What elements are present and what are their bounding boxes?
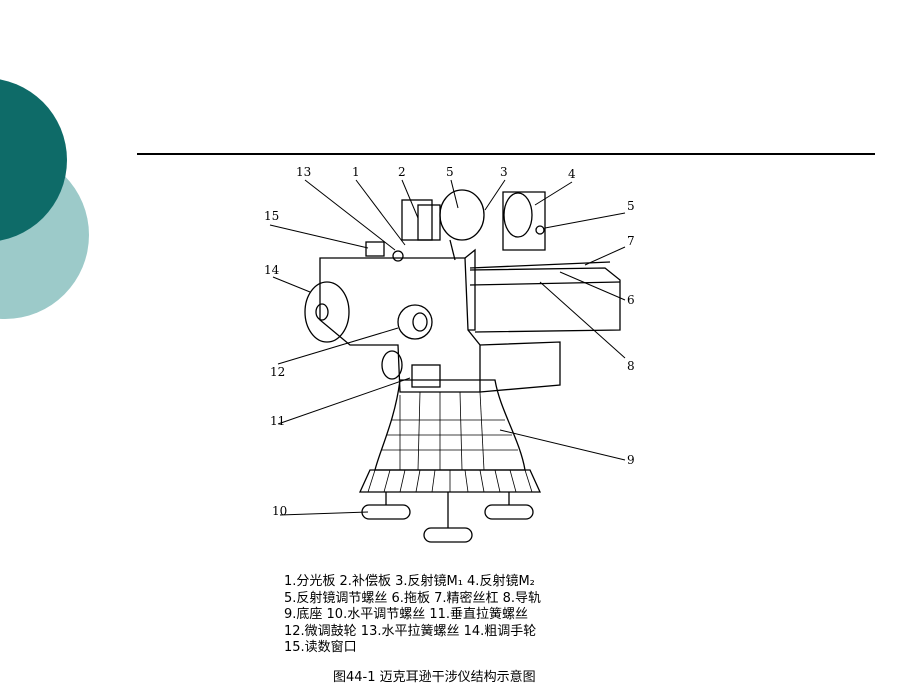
callout-13: 13 bbox=[296, 165, 311, 179]
main-housing bbox=[319, 257, 481, 393]
mirror-m2 bbox=[503, 192, 533, 238]
callout-1: 1 bbox=[352, 165, 360, 179]
coarse-handwheel bbox=[304, 281, 350, 343]
callout-14: 14 bbox=[264, 263, 280, 277]
leveling-feet bbox=[361, 492, 534, 543]
callout-12: 12 bbox=[270, 365, 285, 379]
callout-6: 6 bbox=[627, 293, 635, 307]
legend-line: 5.反射镜调节螺丝 6.拖板 7.精密丝杠 8.导轨 bbox=[284, 590, 542, 606]
title-divider-line bbox=[137, 153, 875, 155]
callout-10: 10 bbox=[272, 504, 287, 518]
base-ring bbox=[358, 469, 542, 493]
callout-11: 11 bbox=[270, 414, 285, 428]
mirror-m1 bbox=[439, 189, 485, 241]
interferometer-diagram: 13 1 2 5 3 4 5 15 7 14 6 12 8 11 9 10 bbox=[264, 165, 635, 543]
callout-5-right: 5 bbox=[627, 199, 635, 213]
reading-window bbox=[365, 241, 385, 257]
legend-line: 15.读数窗口 bbox=[284, 640, 357, 655]
legend-line: 9.底座 10.水平调节螺丝 11.垂直拉簧螺丝 bbox=[284, 607, 529, 622]
figure-caption: 图44-1 迈克耳逊干涉仪结构示意图 bbox=[333, 670, 536, 685]
callout-7: 7 bbox=[627, 234, 635, 248]
callout-4: 4 bbox=[568, 167, 576, 181]
dark-teal-circle bbox=[0, 79, 67, 241]
base-pedestal bbox=[374, 379, 526, 471]
callout-5-top: 5 bbox=[446, 165, 454, 179]
callout-15: 15 bbox=[264, 209, 279, 223]
rail-bed bbox=[469, 267, 621, 333]
parts-legend: 1.分光板 2.补偿板 3.反射镜M₁ 4.反射镜M₂ 5.反射镜调节螺丝 6.… bbox=[284, 574, 541, 657]
legend-line: 1.分光板 2.补偿板 3.反射镜M₁ 4.反射镜M₂ bbox=[284, 574, 535, 589]
fine-drum bbox=[397, 304, 433, 340]
callout-3: 3 bbox=[500, 165, 508, 179]
legend-line: 12.微调鼓轮 13.水平拉簧螺丝 14.粗调手轮 bbox=[284, 623, 537, 639]
callout-2: 2 bbox=[398, 165, 406, 179]
beam-splitter bbox=[401, 199, 433, 241]
callout-8: 8 bbox=[627, 359, 635, 373]
callout-9: 9 bbox=[627, 453, 635, 467]
